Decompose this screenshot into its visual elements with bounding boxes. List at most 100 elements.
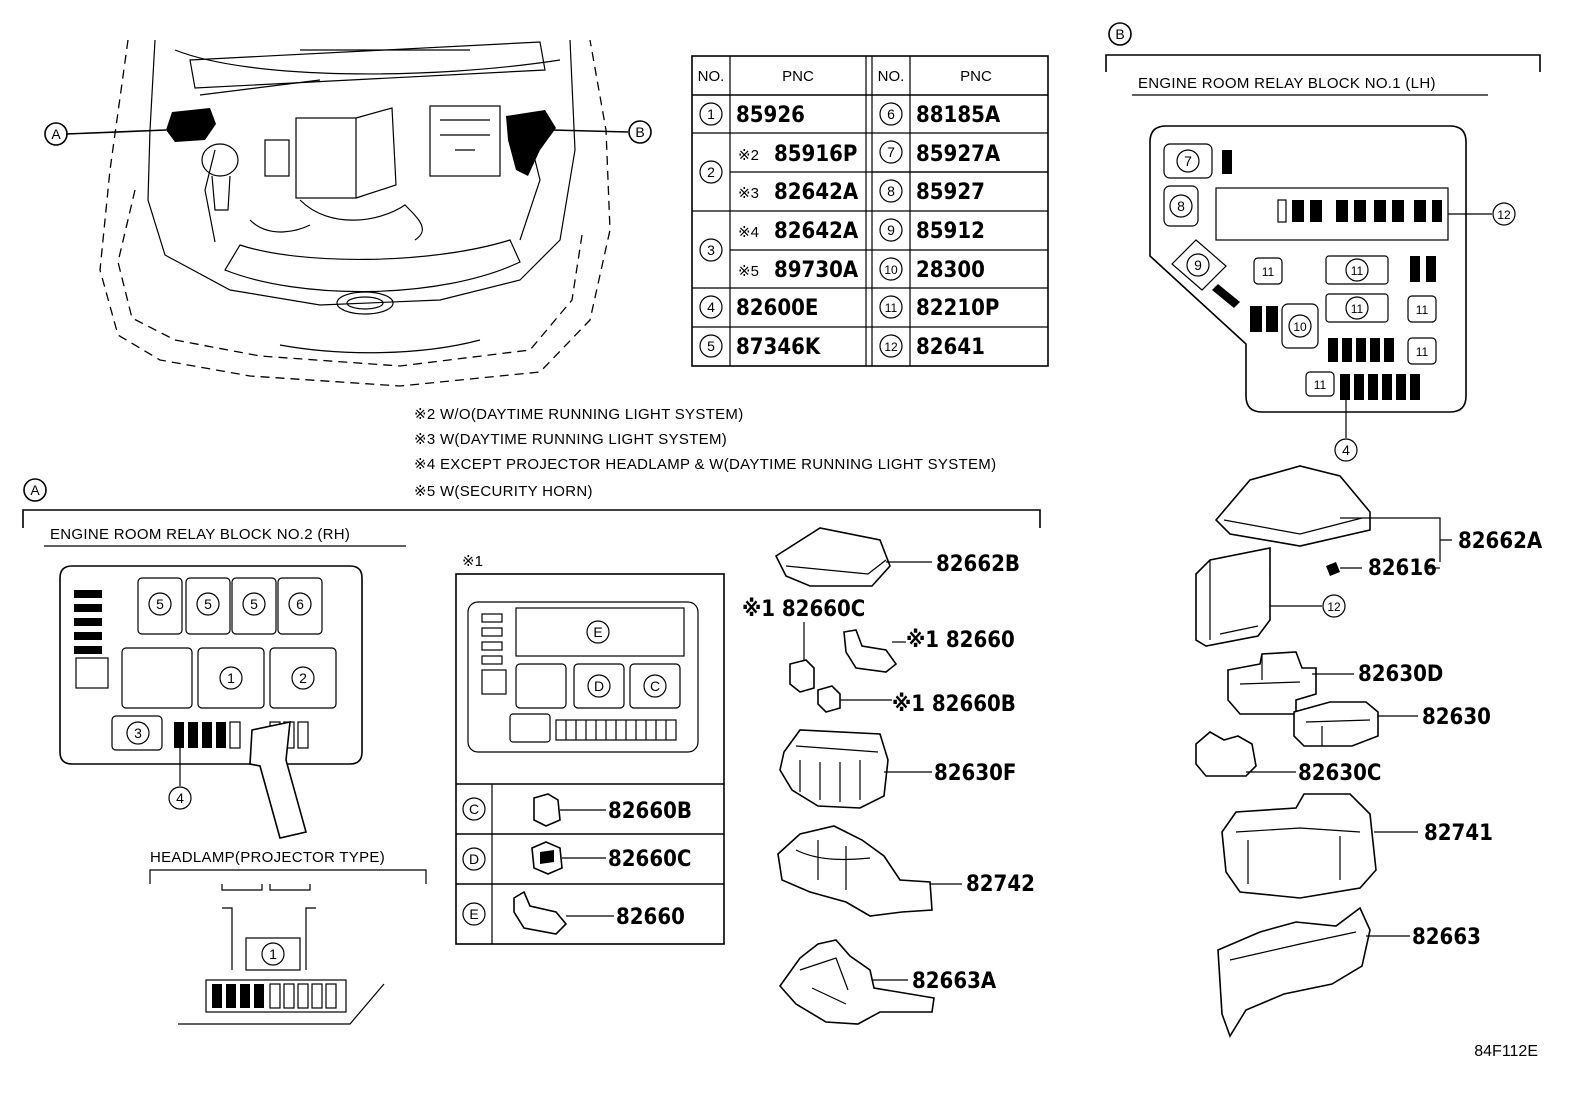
- section-b: B ENGINE ROOM RELAY BLOCK NO.1 (LH) 7 8 …: [1105, 22, 1543, 1038]
- part-number: 82663: [1412, 925, 1481, 950]
- part-number: 82742: [966, 872, 1035, 897]
- table-cell-no: 5: [707, 338, 715, 354]
- table-cell-pnc: 82642A: [774, 219, 859, 244]
- callout-number: 4: [176, 790, 184, 806]
- note-line: ※4 EXCEPT PROJECTOR HEADLAMP & W(DAYTIME…: [414, 456, 996, 473]
- block-label: D: [594, 678, 604, 694]
- note-line: ※3 W(DAYTIME RUNNING LIGHT SYSTEM): [414, 431, 727, 448]
- block-label: 3: [134, 725, 142, 741]
- footnotes: ※2 W/O(DAYTIME RUNNING LIGHT SYSTEM) ※3 …: [414, 406, 996, 500]
- block-label: 9: [1194, 257, 1202, 273]
- part-number: ※1 82660: [906, 628, 1015, 653]
- table-cell-pnc: 85927: [916, 180, 985, 205]
- table-cell-no: 6: [887, 106, 895, 122]
- table-cell-no: 2: [707, 164, 715, 180]
- part-number: 82630F: [934, 761, 1016, 786]
- table-header-no: NO.: [878, 68, 905, 85]
- note-line: ※5 W(SECURITY HORN): [414, 483, 593, 500]
- table-cell-no: 12: [884, 340, 898, 354]
- table-cell-no: 8: [887, 183, 895, 199]
- part-number: 82630: [1422, 705, 1491, 730]
- part-number: ※1 82660C: [742, 597, 865, 622]
- part-number: 82616: [1368, 556, 1437, 581]
- part-number: 82660B: [608, 799, 692, 824]
- part-number: 82660: [616, 905, 685, 930]
- table-cell-no: 4: [707, 299, 715, 315]
- callout-a-top: A: [44, 122, 68, 146]
- pnc-table: NO. PNC NO. PNC 1 85926 2 ※2 85916P ※3 8…: [691, 55, 1049, 367]
- block-label: 11: [1351, 302, 1364, 316]
- part-number: 82662A: [1458, 529, 1543, 554]
- part-number: 82630D: [1358, 662, 1443, 687]
- headlamp-title: HEADLAMP(PROJECTOR TYPE): [150, 849, 385, 866]
- block-label: 6: [296, 596, 304, 612]
- table-cell-pnc: 89730A: [774, 258, 859, 283]
- table-cell-pnc: 85912: [916, 219, 985, 244]
- table-cell-mark: ※2: [738, 147, 759, 164]
- block-label: C: [650, 678, 660, 694]
- table-cell-no: 3: [707, 242, 715, 258]
- figure-id: 84F112E: [1474, 1043, 1538, 1060]
- block-label: 5: [250, 596, 258, 612]
- block-label: 11: [1351, 264, 1364, 278]
- table-header-pnc: PNC: [782, 68, 814, 85]
- table-header-pnc: PNC: [960, 68, 992, 85]
- block-label: 1: [269, 946, 277, 962]
- table-cell-pnc: 28300: [916, 258, 985, 283]
- table-cell-no: 10: [884, 263, 898, 277]
- callout-number: 12: [1497, 208, 1511, 222]
- engine-bay-illustration: [65, 39, 629, 387]
- table-cell-mark: ※5: [738, 263, 759, 280]
- inset-row-key: E: [469, 906, 478, 922]
- inset-note-mark: ※1: [462, 553, 483, 570]
- table-cell-mark: ※3: [738, 185, 759, 202]
- callout-number: 12: [1327, 600, 1341, 614]
- block-label: 11: [1416, 345, 1429, 359]
- table-cell-pnc: 85926: [736, 103, 805, 128]
- block-label: 2: [299, 670, 307, 686]
- table-cell-pnc: 85916P: [774, 142, 857, 167]
- table-cell-no: 7: [887, 144, 895, 160]
- table-cell-no: 1: [707, 106, 715, 122]
- block-label: 11: [1314, 378, 1327, 392]
- table-cell-pnc: 82600E: [736, 296, 818, 321]
- callout-letter: A: [30, 482, 40, 498]
- callout-letter: B: [1115, 26, 1124, 42]
- table-cell-no: 9: [887, 222, 895, 238]
- table-cell-pnc: 87346K: [736, 335, 821, 360]
- part-number: ※1 82660B: [892, 692, 1016, 717]
- callout-b-top: B: [628, 120, 652, 144]
- part-number: 82663A: [912, 969, 997, 994]
- part-number: 82630C: [1298, 761, 1381, 786]
- table-cell-no: 11: [885, 301, 898, 315]
- block-label: E: [593, 624, 602, 640]
- table-cell-pnc: 82641: [916, 335, 985, 360]
- block-label: 5: [156, 596, 164, 612]
- part-number: 82660C: [608, 847, 691, 872]
- block-label: 7: [1184, 153, 1192, 169]
- callout-letter: A: [51, 126, 61, 142]
- block-label: 1: [227, 670, 235, 686]
- table-cell-pnc: 82210P: [916, 296, 999, 321]
- block-label: 11: [1416, 303, 1429, 317]
- callout-letter: B: [635, 124, 644, 140]
- inset-row-key: C: [469, 801, 479, 817]
- block-label: 5: [204, 596, 212, 612]
- table-cell-mark: ※4: [738, 224, 759, 241]
- table-cell-pnc: 82642A: [774, 180, 859, 205]
- section-a-title: ENGINE ROOM RELAY BLOCK NO.2 (RH): [50, 526, 350, 543]
- block-label: 8: [1177, 198, 1185, 214]
- table-cell-pnc: 88185A: [916, 103, 1001, 128]
- note-line: ※2 W/O(DAYTIME RUNNING LIGHT SYSTEM): [414, 406, 744, 423]
- table-header-no: NO.: [698, 68, 725, 85]
- callout-number: 4: [1342, 442, 1350, 458]
- table-right-rows: 6 88185A 7 85927A 8 85927 9 85912 10 283…: [879, 102, 1001, 360]
- block-label: 10: [1293, 320, 1307, 334]
- part-number: 82741: [1424, 821, 1493, 846]
- inset-row-key: D: [469, 851, 479, 867]
- section-a: A ENGINE ROOM RELAY BLOCK NO.2 (RH) 5 5 …: [22, 478, 1041, 1025]
- section-b-title: ENGINE ROOM RELAY BLOCK NO.1 (LH): [1138, 75, 1436, 92]
- table-cell-pnc: 85927A: [916, 142, 1001, 167]
- part-number: 82662B: [936, 552, 1020, 577]
